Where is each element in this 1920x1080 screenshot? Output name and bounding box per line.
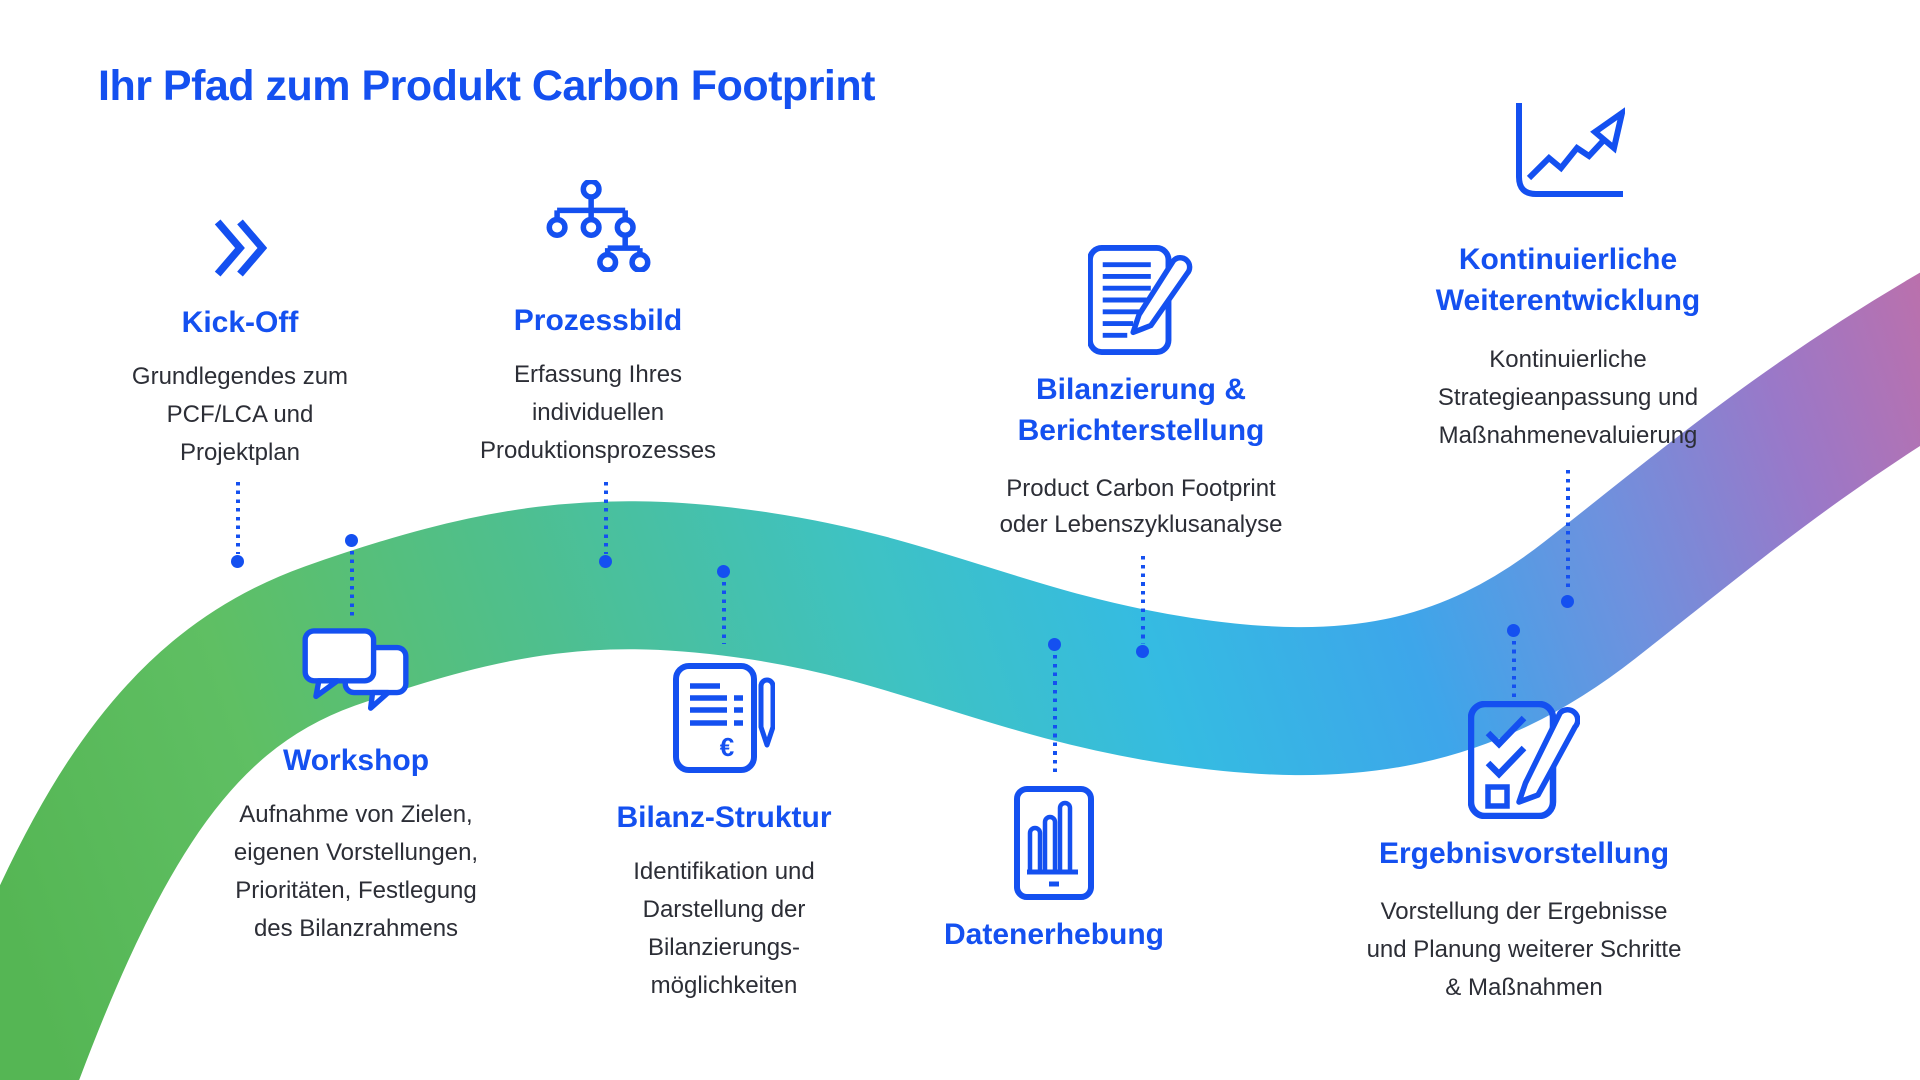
step-description: Product Carbon Footprint oder Lebenszykl…: [999, 475, 1283, 538]
speech-bubbles-icon: [302, 628, 409, 711]
step-title: Prozessbild: [513, 304, 683, 337]
page-title: Ihr Pfad zum Produkt Carbon Footprint: [98, 62, 875, 110]
step-kick-off: Kick-Off Grundlegendes zum PCF/LCA und P…: [70, 218, 410, 472]
growth-chart-icon: [1516, 103, 1625, 197]
step-title: Workshop: [282, 744, 430, 777]
step-workshop: Workshop Aufnahme von Zielen, eigenen Vo…: [186, 628, 526, 948]
step-bilanz-struktur: € Bilanz-Struktur Identifikation und Dar…: [554, 663, 894, 1005]
connector-dot-prozessbild: [599, 555, 612, 568]
step-title: Ergebnisvorstellung: [1378, 837, 1670, 870]
connector-dot-weiterentwicklung: [1561, 595, 1574, 608]
document-pen-icon: [1088, 245, 1193, 355]
connector-bilanzierung: [1141, 556, 1145, 644]
connector-kick-off: [236, 482, 240, 554]
step-bilanzierung: Bilanzierung & Berichterstellung Product…: [971, 245, 1311, 543]
double-chevron-icon: [214, 219, 267, 277]
step-description: Vorstellung der Ergebnisse und Planung w…: [1366, 898, 1682, 1001]
process-tree-icon: [546, 180, 650, 272]
step-title: Bilanzierung & Berichterstellung: [1017, 373, 1265, 447]
step-description: Grundlegendes zum PCF/LCA und Projektpla…: [131, 363, 349, 466]
step-title: Kick-Off: [181, 306, 299, 339]
step-title: Datenerhebung: [943, 918, 1165, 951]
step-description: Aufnahme von Zielen, eigenen Vorstellung…: [233, 801, 479, 942]
step-title: Bilanz-Struktur: [616, 801, 832, 834]
step-title: Kontinuierliche Weiterentwicklung: [1435, 243, 1701, 317]
step-description: Identifikation und Darstellung der Bilan…: [633, 858, 815, 999]
step-ergebnisvorstellung: Ergebnisvorstellung Vorstellung der Erge…: [1354, 701, 1694, 1007]
connector-dot-kick-off: [231, 555, 244, 568]
step-prozessbild: Prozessbild Erfassung Ihres individuelle…: [428, 180, 768, 470]
step-description: Kontinuierliche Strategieanpassung und M…: [1437, 346, 1699, 449]
tablet-bar-chart-icon: [1014, 786, 1094, 900]
connector-ergebnisvorstellung: [1512, 641, 1516, 697]
connector-dot-bilanz-struktur: [717, 565, 730, 578]
connector-dot-datenerhebung: [1048, 638, 1061, 651]
euro-symbol: €: [720, 732, 734, 762]
connector-prozessbild: [604, 482, 608, 554]
step-description: Erfassung Ihres individuellen Produktion…: [479, 361, 717, 464]
invoice-euro-icon: €: [673, 663, 775, 773]
connector-bilanz-struktur: [722, 582, 726, 644]
checklist-pencil-icon: [1468, 701, 1580, 819]
connector-workshop: [350, 551, 354, 621]
connector-weiterentwicklung: [1566, 470, 1570, 590]
connector-dot-bilanzierung: [1136, 645, 1149, 658]
connector-datenerhebung: [1053, 655, 1057, 775]
connector-dot-workshop: [345, 534, 358, 547]
connector-dot-ergebnisvorstellung: [1507, 624, 1520, 637]
step-datenerhebung: Datenerhebung: [884, 786, 1224, 954]
step-weiterentwicklung: Kontinuierliche Weiterentwicklung Kontin…: [1398, 103, 1738, 455]
